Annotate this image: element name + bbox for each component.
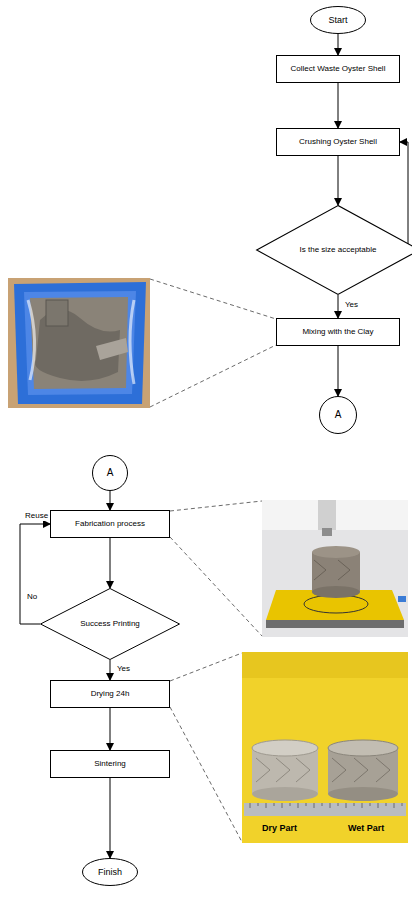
edge-label: Yes: [344, 300, 359, 310]
process-box: Mixing with the Clay: [276, 318, 400, 346]
flow-arrow: [338, 156, 339, 205]
edge-label: Yes: [116, 664, 131, 674]
terminal-ellipse: Finish: [82, 858, 138, 886]
node-text-group: Mixing with the Clay: [299, 327, 376, 337]
node-label: Fabrication process: [72, 519, 148, 529]
flow-arrow: [110, 660, 111, 680]
node-label: Finish: [95, 867, 125, 878]
flow-arrow: [338, 346, 339, 396]
node-text-group: Start: [325, 15, 350, 26]
node-text-group: A: [332, 409, 345, 421]
flow-arrow: [110, 538, 111, 588]
process-box: Sintering: [50, 750, 170, 778]
loop-note: Reuse: [24, 511, 49, 521]
edge-label: No: [26, 592, 38, 602]
flow-arrow: [110, 491, 111, 510]
node-label: Is the size acceptable: [297, 245, 380, 255]
node-label: A: [332, 409, 345, 421]
terminal-ellipse: A: [92, 455, 128, 491]
flow-arrow: [110, 778, 111, 858]
photo-caption: Dry Part: [262, 823, 297, 834]
node-label: Crushing Oyster Shell: [296, 137, 380, 147]
dried-parts-photo: [242, 652, 408, 843]
node-text-group: Crushing Oyster Shell: [296, 137, 380, 147]
printer-photo: [262, 500, 408, 637]
node-label: Mixing with the Clay: [299, 327, 376, 337]
flow-arrow: [20, 524, 50, 624]
flow-arrow: [338, 83, 339, 128]
node-text-group: Drying 24h: [88, 689, 133, 699]
node-label: Success Printing: [77, 619, 143, 629]
node-text-group: Fabrication process: [72, 519, 148, 529]
process-box: Collect Waste Oyster Shell: [276, 55, 400, 83]
node-label: Start: [325, 15, 350, 26]
process-box: Drying 24h: [50, 680, 170, 708]
node-text-group: Collect Waste Oyster Shell: [288, 64, 389, 74]
photo-caption: Wet Part: [348, 823, 384, 834]
node-label: A: [104, 467, 117, 479]
node-label: Drying 24h: [88, 689, 133, 699]
decision-diamond: Is the size acceptable: [256, 205, 412, 295]
decision-diamond: Success Printing: [40, 588, 180, 660]
node-text-group: A: [104, 467, 117, 479]
node-label: Sintering: [91, 759, 129, 769]
flow-arrow: [110, 708, 111, 750]
node-text-group: Sintering: [91, 759, 129, 769]
terminal-ellipse: Start: [310, 6, 366, 34]
node-text-group: Finish: [95, 867, 125, 878]
clay-tub-photo: [8, 278, 150, 408]
node-text-group: Is the size acceptable: [297, 245, 380, 255]
flow-arrow: [400, 142, 412, 250]
flow-arrow: [338, 295, 339, 318]
node-label: Collect Waste Oyster Shell: [288, 64, 389, 74]
terminal-ellipse: A: [319, 396, 357, 434]
node-text-group: Success Printing: [77, 619, 143, 629]
process-box: Fabrication process: [50, 510, 170, 538]
flow-arrow: [338, 34, 339, 55]
process-box: Crushing Oyster Shell: [276, 128, 400, 156]
